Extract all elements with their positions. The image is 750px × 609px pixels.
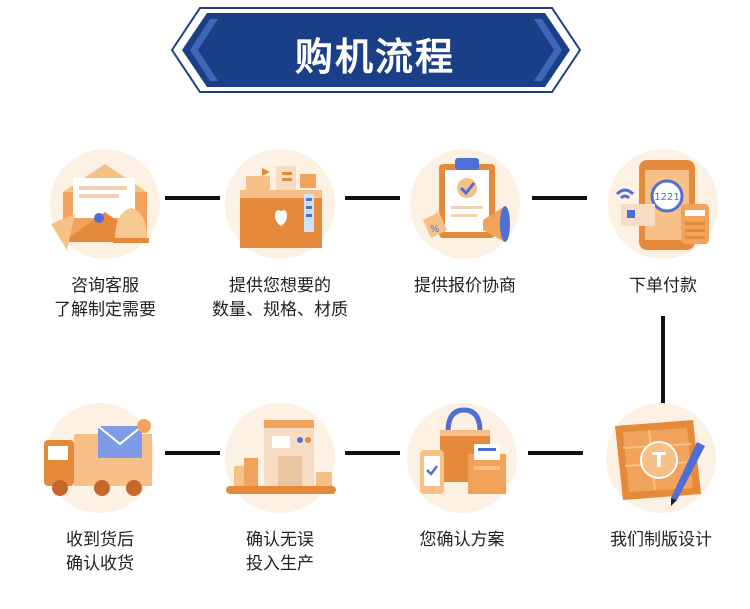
clipboard-megaphone-icon: % xyxy=(410,149,520,259)
step-payment: 1221 下单付款 xyxy=(578,142,748,322)
step-label: 确认无误 投入生产 xyxy=(246,530,314,574)
step-label: 您确认方案 xyxy=(419,530,505,550)
step-design: T 我们制版设计 xyxy=(576,396,746,566)
connector-line xyxy=(345,451,400,455)
step-label: 提供报价协商 xyxy=(414,276,516,296)
step-confirm-plan: 您确认方案 xyxy=(377,396,547,566)
screen-text: 1221 xyxy=(654,192,679,203)
folder-heart-icon xyxy=(225,149,335,259)
factory-machine-icon xyxy=(225,403,336,513)
connector-line xyxy=(165,451,220,455)
step-label: 我们制版设计 xyxy=(610,530,712,550)
connector-line xyxy=(661,316,665,404)
badge-text: T xyxy=(652,448,666,472)
tag-text: % xyxy=(430,224,440,235)
step-label: 收到货后 确认收货 xyxy=(66,530,134,574)
step-consult: 咨询客服 了解制定需要 xyxy=(20,142,190,322)
connector-line xyxy=(345,196,400,200)
envelope-bell-icon xyxy=(50,149,160,259)
design-board-icon: T xyxy=(606,403,716,513)
step-label: 下单付款 xyxy=(629,276,697,296)
step-label: 咨询客服 了解制定需要 xyxy=(54,276,156,320)
step-requirements: 提供您想要的 数量、规格、材质 xyxy=(195,142,365,322)
step-quote: % 提供报价协商 xyxy=(380,142,550,322)
title-banner xyxy=(170,7,582,93)
connector-line xyxy=(165,196,220,200)
step-label: 提供您想要的 数量、规格、材质 xyxy=(212,276,348,320)
connector-line xyxy=(532,196,587,200)
page-title: 购机流程 xyxy=(294,35,455,79)
delivery-truck-icon xyxy=(44,403,155,513)
connector-line xyxy=(528,451,583,455)
shopping-bag-icon xyxy=(407,403,517,513)
step-delivery: 收到货后 确认收货 xyxy=(15,396,185,574)
phone-payment-icon: 1221 xyxy=(608,149,718,259)
step-production: 确认无误 投入生产 xyxy=(195,396,365,574)
